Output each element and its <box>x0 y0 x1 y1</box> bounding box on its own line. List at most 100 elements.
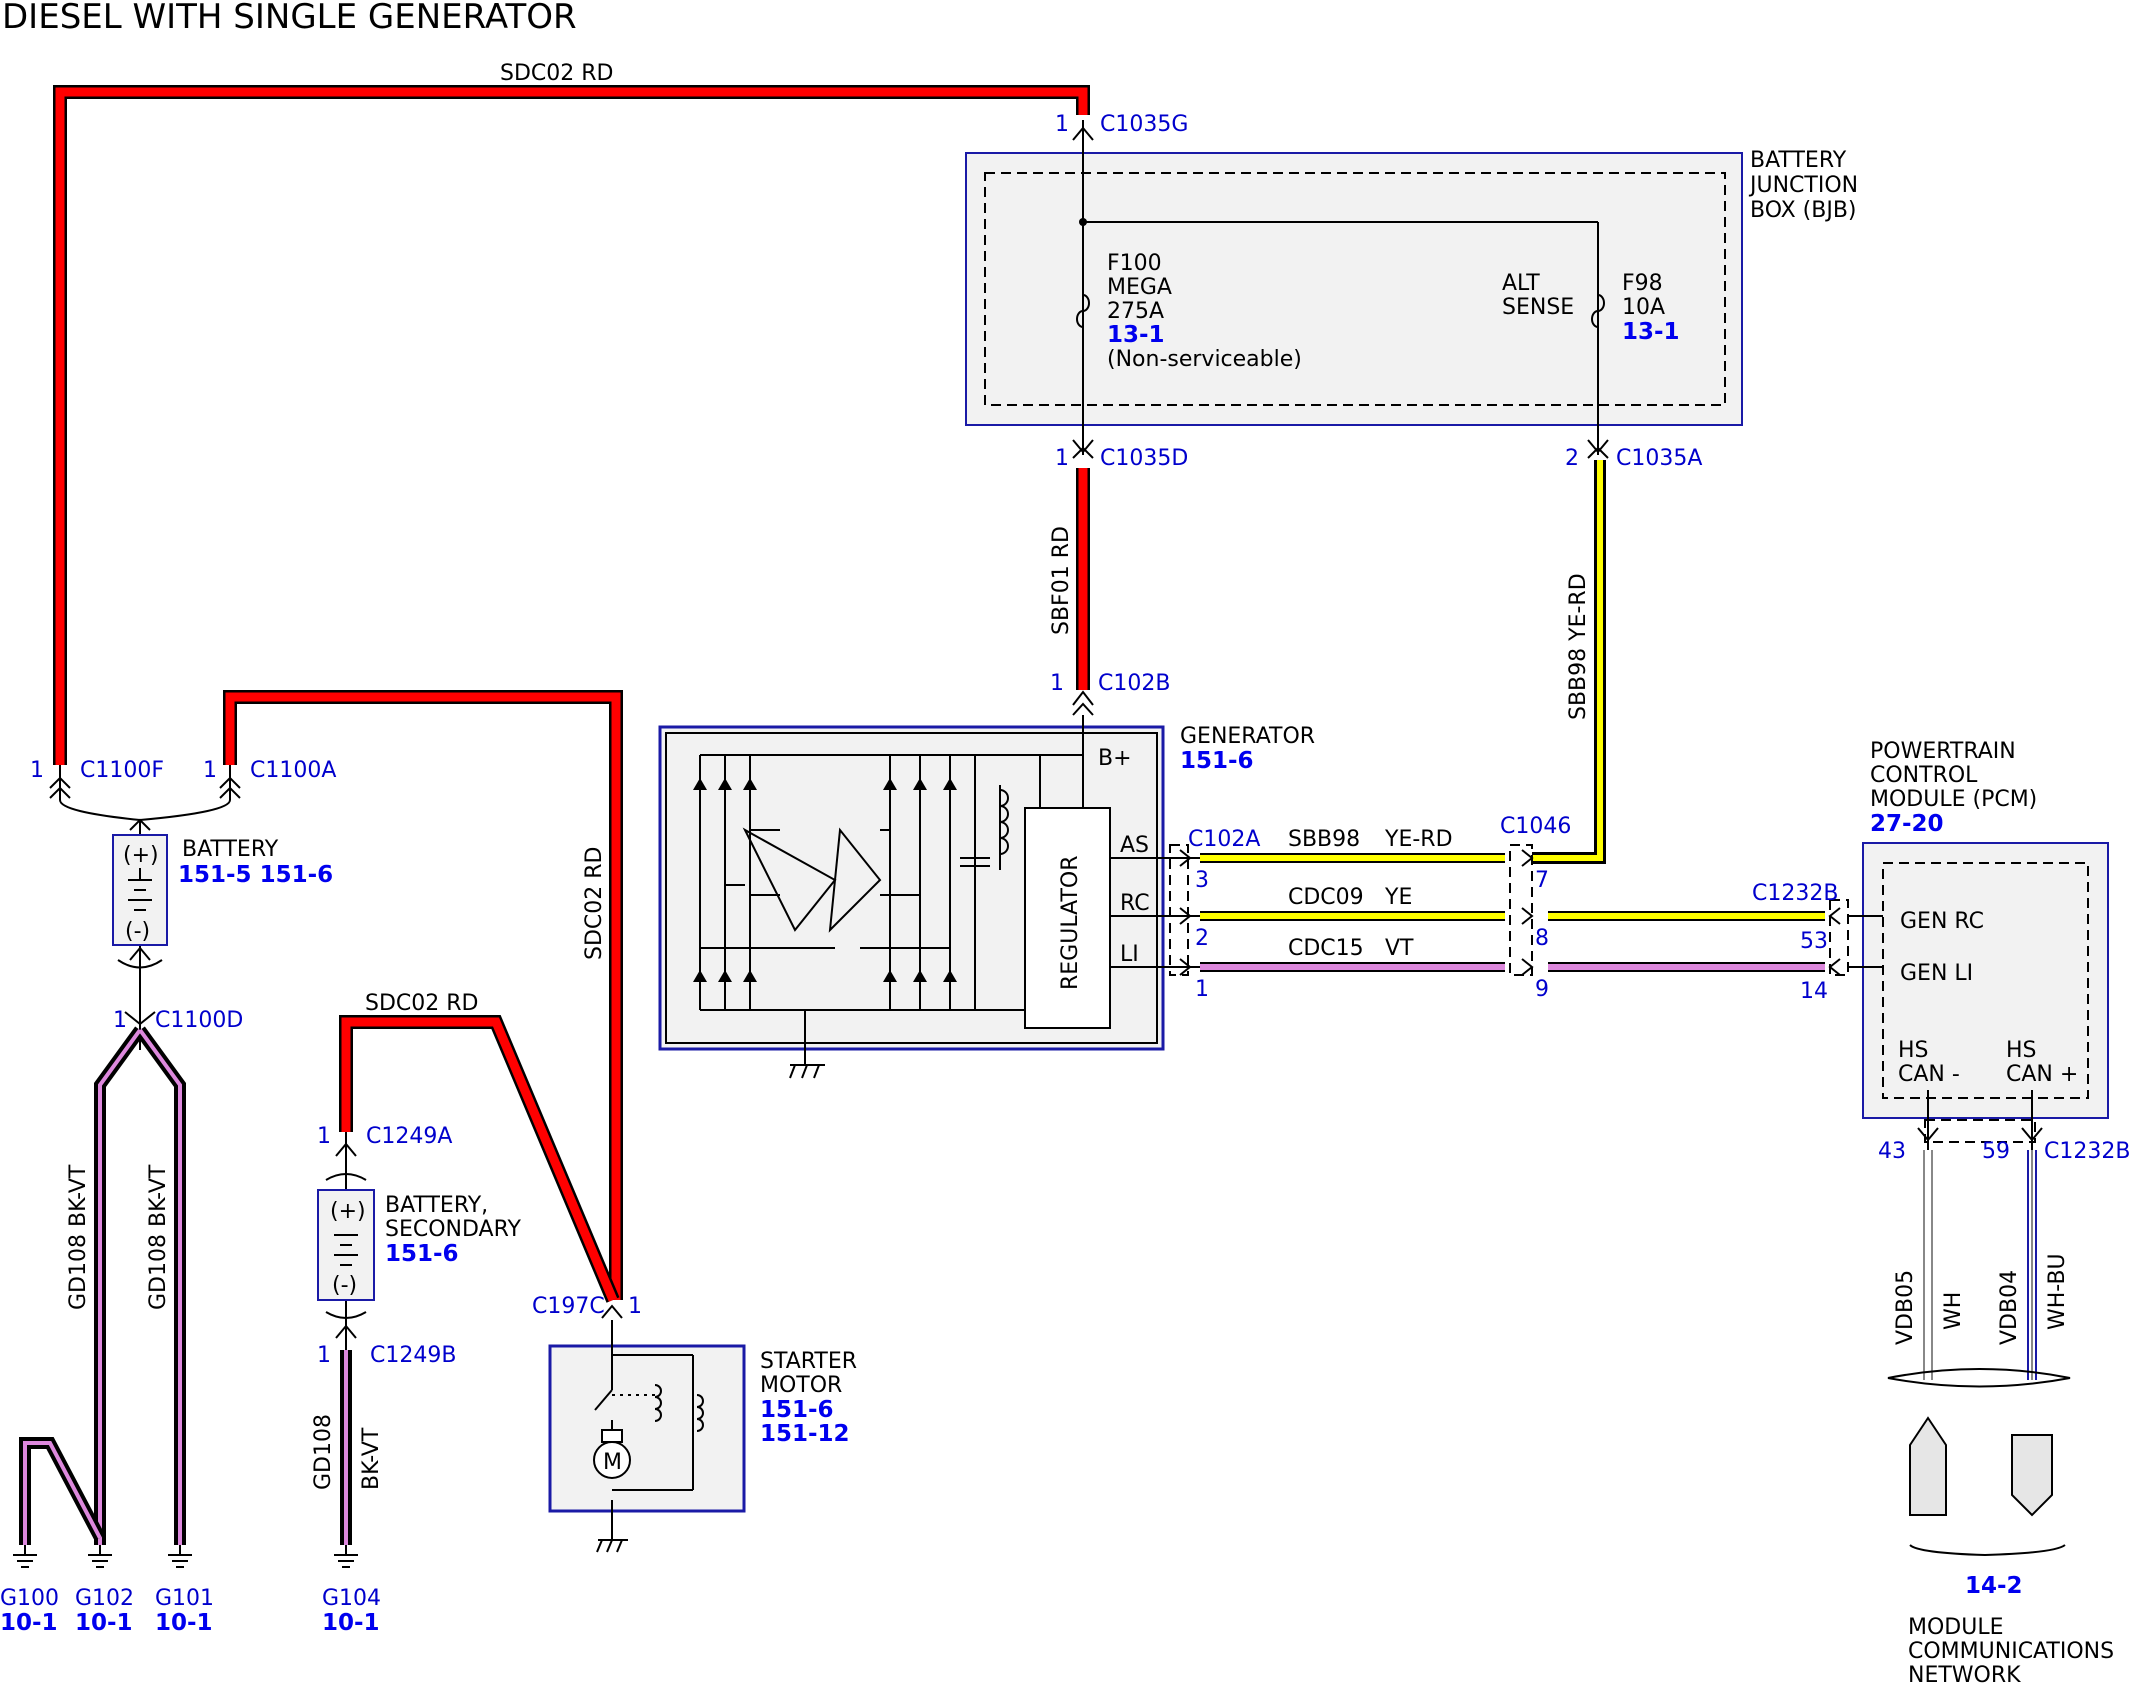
svg-text:BATTERY: BATTERY <box>1750 148 1847 173</box>
c1046-pin-9: 9 <box>1535 977 1549 1002</box>
wire-label-sbb98-h-color: YE-RD <box>1384 827 1453 852</box>
starter-ref-link-2[interactable]: 151-12 <box>760 1421 850 1447</box>
c1100a-label: C1100A <box>250 758 336 783</box>
c1249b-label: C1249B <box>370 1343 456 1368</box>
ground-g100-name: G100 <box>0 1586 59 1611</box>
wire-label-vdb05-color: WH <box>1941 1292 1966 1330</box>
wire-cdc15 <box>1200 962 1825 972</box>
wire-vdb05 <box>1923 1150 1933 1380</box>
wire-vdb04 <box>2027 1150 2037 1380</box>
regulator-label: REGULATOR <box>1058 856 1083 990</box>
svg-text:BOX (BJB): BOX (BJB) <box>1750 198 1857 223</box>
fuse-f100-icon <box>1076 294 1090 328</box>
c1100d-label: C1100D <box>155 1008 243 1033</box>
battery-plus: (+) <box>123 843 159 868</box>
wire-label-sbf01: SBF01 RD <box>1049 526 1074 635</box>
c102a-pin-2: 2 <box>1195 926 1209 951</box>
starter-label: STARTER MOTOR <box>760 1349 857 1398</box>
connector-c1035a-icon <box>1587 430 1609 459</box>
connector-c1100a-icon <box>219 776 241 799</box>
c1232b-bottom-label: C1232B <box>2044 1139 2130 1164</box>
f98-ref-link[interactable]: 13-1 <box>1622 319 1680 345</box>
wire-sdc02-low-fill <box>341 1017 618 1302</box>
ground-g100-ref[interactable]: 10-1 <box>0 1610 58 1636</box>
svg-text:MODULE: MODULE <box>1908 1615 2004 1640</box>
battery2-minus: (-) <box>332 1273 357 1298</box>
wire-label-gd108-c: GD108 <box>311 1414 336 1490</box>
wire-label-gd108-c-color: BK-VT <box>359 1427 384 1490</box>
c1232b-pin-14: 14 <box>1800 979 1828 1004</box>
generator-bplus: B+ <box>1098 746 1132 771</box>
c1035g-label: C1035G <box>1100 112 1188 137</box>
svg-text:MOTOR: MOTOR <box>760 1373 842 1398</box>
fuse-f100-label: F100 MEGA 275A 13-1 (Non-serviceable) <box>1107 251 1302 372</box>
pcm-hs-can-minus: HS CAN - <box>1898 1038 1960 1087</box>
c102b-pin: 1 <box>1050 671 1064 696</box>
battery-terminal-icon <box>129 818 151 831</box>
connector-c1035d-icon <box>1072 430 1094 459</box>
connector-c197c-icon <box>601 1304 623 1319</box>
pcm-gen-li: GEN LI <box>1900 961 1973 986</box>
svg-text:F98: F98 <box>1622 271 1663 296</box>
c1046-pin-8: 8 <box>1535 926 1549 951</box>
ground-g102-ref[interactable]: 10-1 <box>75 1610 133 1636</box>
svg-text:CAN +: CAN + <box>2006 1062 2078 1087</box>
ground-symbols <box>13 1545 358 1568</box>
svg-text:NETWORK: NETWORK <box>1908 1663 2021 1683</box>
generator-pin-li: LI <box>1120 942 1139 967</box>
svg-text:CAN -: CAN - <box>1898 1062 1960 1087</box>
battery-ref-link[interactable]: 151-5 151-6 <box>178 862 333 888</box>
pcm-gen-rc: GEN RC <box>1900 909 1984 934</box>
svg-text:F100: F100 <box>1107 251 1162 276</box>
c1232b-pin-43: 43 <box>1878 1139 1906 1164</box>
ground-g104-ref[interactable]: 10-1 <box>322 1610 380 1636</box>
c1249b-pin: 1 <box>317 1343 331 1368</box>
bjb-inner-dash <box>984 172 1726 406</box>
wire-label-cdc09: CDC09 <box>1288 885 1364 910</box>
svg-text:MODULE (PCM): MODULE (PCM) <box>1870 787 2037 812</box>
starter-ref-link-1[interactable]: 151-6 <box>760 1397 834 1423</box>
pcm-ref-link[interactable]: 27-20 <box>1870 811 1944 837</box>
starter-box <box>548 1344 746 1513</box>
network-connector-minus-icon <box>1909 1416 1947 1516</box>
ground-g101-name: G101 <box>155 1586 214 1611</box>
diode-icons <box>693 778 957 982</box>
connector-c1249a-icon <box>325 1142 367 1181</box>
svg-text:BATTERY,: BATTERY, <box>385 1193 488 1218</box>
ground-g101-ref[interactable]: 10-1 <box>155 1610 213 1636</box>
svg-text:SECONDARY: SECONDARY <box>385 1217 521 1242</box>
pcm-label: POWERTRAIN CONTROL MODULE (PCM) <box>1870 739 2037 812</box>
rectifier-bridge <box>699 715 1084 1079</box>
wire-sdc02-top-fill <box>55 87 1088 765</box>
ground-g104-name: G104 <box>322 1586 381 1611</box>
network-label: MODULE COMMUNICATIONS NETWORK <box>1908 1615 2114 1683</box>
generator-pin-rc: RC <box>1120 891 1150 916</box>
f100-ref-link[interactable]: 13-1 <box>1107 322 1165 348</box>
c1035d-pin: 1 <box>1055 446 1069 471</box>
wire-sdc02-top <box>53 85 1090 765</box>
c1232b-bottom-frame <box>1924 1119 2036 1143</box>
wire-label-gd108-a: GD108 BK-VT <box>66 1164 91 1310</box>
c1035a-label: C1035A <box>1616 446 1702 471</box>
twisted-pair-icon <box>1887 1368 2071 1388</box>
wire-label-vdb05: VDB05 <box>1893 1270 1918 1345</box>
c102a-pin-3: 3 <box>1195 868 1209 893</box>
wire-sdc02-mid-fill <box>225 692 621 1300</box>
harness-arrow-icons <box>1179 849 1841 976</box>
wire-gd108-g100 <box>19 1437 106 1545</box>
wire-label-sdc02-low: SDC02 RD <box>365 991 478 1016</box>
battery2-plus: (+) <box>330 1199 366 1224</box>
c1100a-pin: 1 <box>203 758 217 783</box>
connector-c1035g-icon <box>1072 126 1094 145</box>
generator-pin-as: AS <box>1120 833 1149 858</box>
generator-ref-link[interactable]: 151-6 <box>1180 748 1254 774</box>
c197c-pin: 1 <box>628 1294 642 1319</box>
battery2-label: BATTERY, SECONDARY <box>385 1193 521 1242</box>
c1232b-top-label: C1232B <box>1752 881 1838 906</box>
svg-text:SENSE: SENSE <box>1502 295 1574 320</box>
battery-cells-icon <box>128 868 152 911</box>
pcm-inner <box>1882 862 2089 1099</box>
battery2-ref-link[interactable]: 151-6 <box>385 1241 459 1267</box>
svg-text:275A: 275A <box>1107 299 1164 324</box>
network-ref-link[interactable]: 14-2 <box>1965 1573 2023 1599</box>
